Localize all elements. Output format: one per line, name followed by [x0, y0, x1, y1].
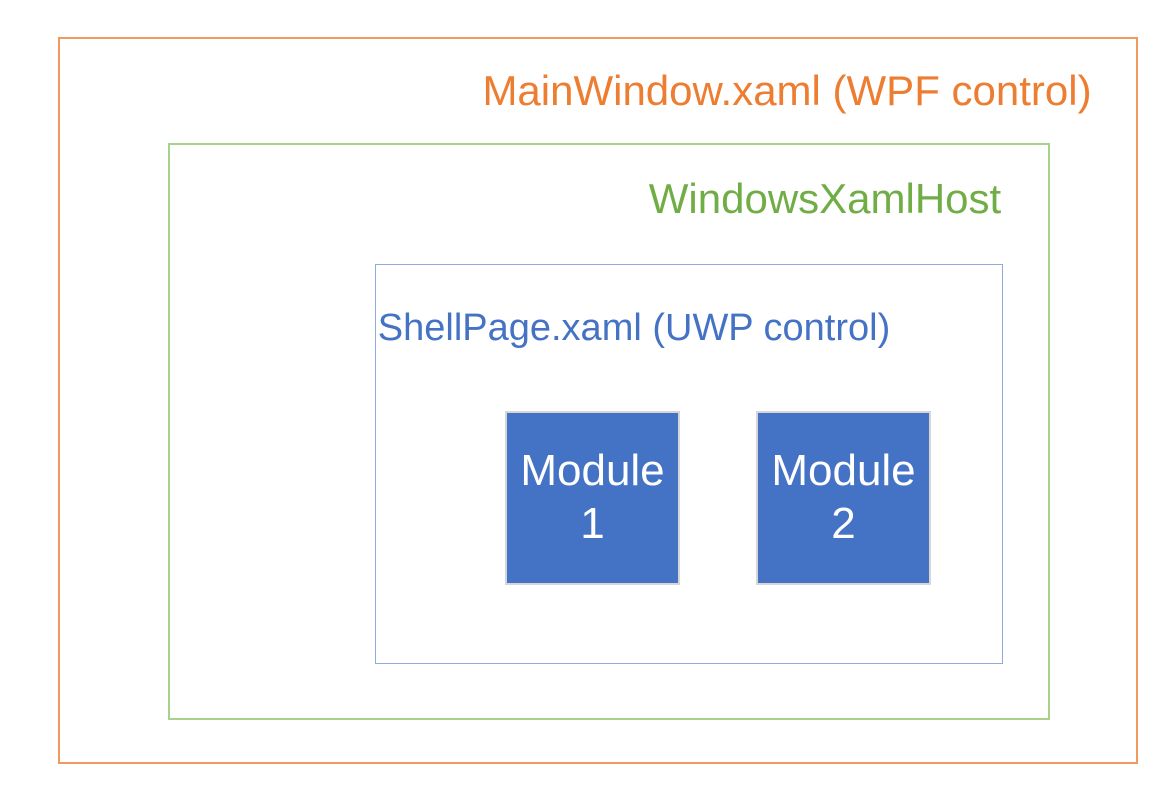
module-2-label-line2: 2 [831, 499, 856, 548]
shellpage-uwp-label: ShellPage.xaml (UWP control) [377, 307, 891, 349]
shellpage-uwp-box: ShellPage.xaml (UWP control) Module 1 Mo… [375, 264, 1003, 664]
mainwindow-wpf-label: MainWindow.xaml (WPF control) [482, 67, 1092, 114]
mainwindow-wpf-box: MainWindow.xaml (WPF control) WindowsXam… [58, 37, 1138, 764]
windowsxamlhost-box: WindowsXamlHost ShellPage.xaml (UWP cont… [168, 143, 1050, 720]
module-2-label-line1: Module [771, 446, 916, 496]
windowsxamlhost-label: WindowsXamlHost [648, 175, 1002, 222]
module-1-box: Module 1 [505, 411, 680, 585]
module-2-box: Module 2 [756, 411, 931, 585]
module-1-label-line2: 1 [580, 499, 605, 548]
module-1-label-line1: Module [520, 446, 665, 496]
